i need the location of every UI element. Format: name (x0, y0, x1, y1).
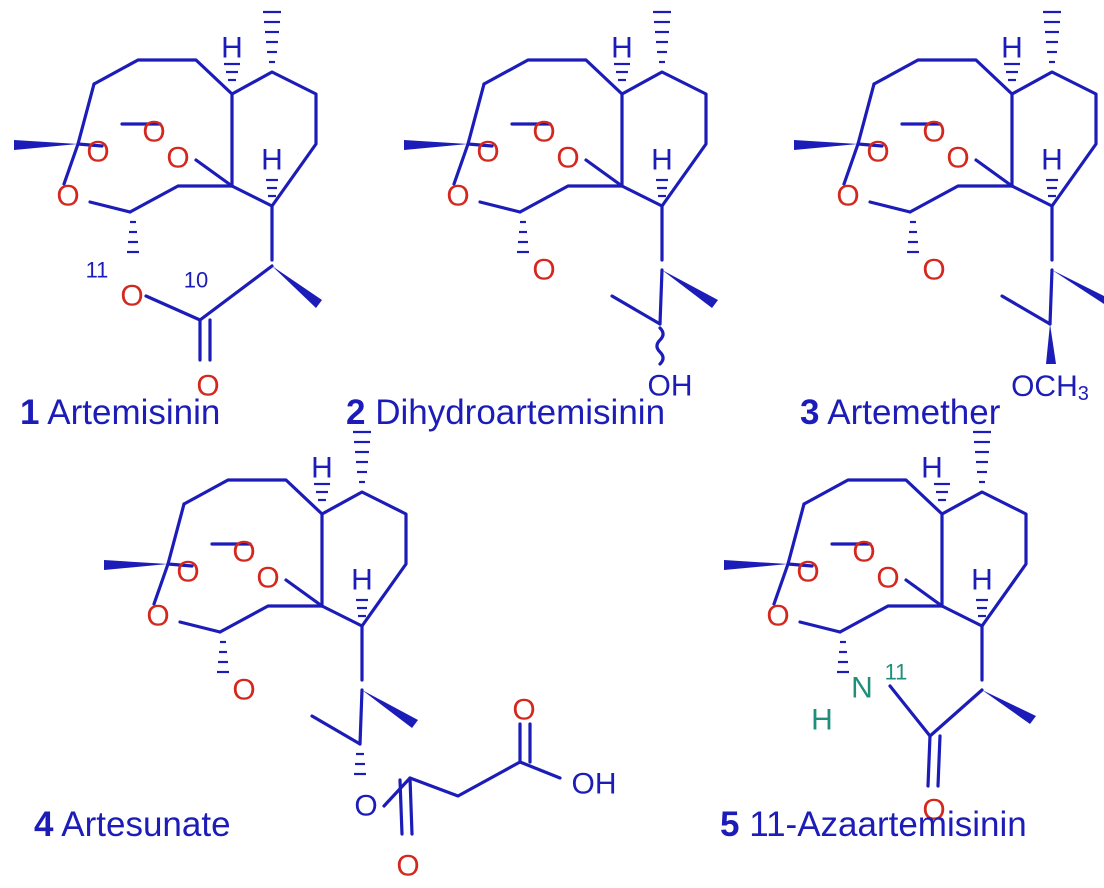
structure-4-artesunate: O O O O O O O O OH H H (102, 430, 617, 883)
structure-5-11-azaartemisinin: O O O O N H 11 O H H (722, 430, 1036, 827)
atom-o-peroxide-3: O (946, 142, 969, 175)
atom-o-peroxide-3: O (256, 562, 279, 595)
caption-3: 3 Artemether (800, 393, 1001, 432)
caption-2: 2 Dihydroartemisinin (346, 393, 665, 432)
atom-o-lactam: O (922, 794, 945, 827)
atom-och3: OCH3 (1011, 370, 1089, 406)
atom-o-ring: O (836, 180, 859, 213)
atom-h-mid: H (651, 144, 673, 177)
atom-h-mid: H (261, 144, 283, 177)
label-10: 10 (184, 268, 208, 293)
atom-h-mid: H (971, 564, 993, 597)
caption-5: 5 11-Azaartemisinin (720, 805, 1027, 844)
atom-o-peroxide-3: O (556, 142, 579, 175)
atom-o-peroxide-2: O (532, 116, 555, 149)
atom-o-peroxide-2: O (232, 536, 255, 569)
atom-h-n: H (811, 704, 833, 737)
atom-o11: O (532, 254, 555, 287)
structure-3-artemether: O O O O O H H OCH3 (792, 10, 1104, 406)
atom-o-ring: O (146, 600, 169, 633)
atom-o-peroxide-1: O (86, 136, 109, 169)
atom-o-peroxide-1: O (796, 556, 819, 589)
structure-2-dihydroartemisinin: O O O O O OH H H (402, 10, 718, 403)
atom-o-peroxide-3: O (876, 562, 899, 595)
atom-h-mid: H (351, 564, 373, 597)
atom-o-peroxide-1: O (176, 556, 199, 589)
caption-1: 1 Artemisinin (20, 393, 220, 432)
atom-h-top: H (921, 452, 943, 485)
atom-h-mid: H (1041, 144, 1063, 177)
caption-4: 4 Artesunate (34, 805, 231, 844)
atom-o-peroxide-3: O (166, 142, 189, 175)
atom-o-peroxide-1: O (476, 136, 499, 169)
atom-o11: O (232, 674, 255, 707)
atom-o-peroxide-2: O (142, 116, 165, 149)
structure-1-artemisinin: O O O O O O H H 11 10 (12, 10, 322, 403)
atom-o-ring: O (56, 180, 79, 213)
atom-o-peroxide-2: O (922, 116, 945, 149)
atom-o11: O (120, 280, 143, 313)
atom-o-peroxide-1: O (866, 136, 889, 169)
atom-o-peroxide-2: O (852, 536, 875, 569)
atom-h-top: H (611, 32, 633, 65)
atom-h-top: H (1001, 32, 1023, 65)
label-11: 11 (86, 258, 109, 283)
atom-o-ester: O (354, 790, 377, 823)
atom-o-ester-carbonyl: O (396, 850, 419, 883)
atom-o-ring: O (446, 180, 469, 213)
atom-o-carbonyl: O (196, 370, 219, 403)
atom-o-acid-carbonyl: O (512, 694, 535, 727)
label-11: 11 (885, 660, 908, 685)
atom-o-ring: O (766, 600, 789, 633)
atom-h-top: H (221, 32, 243, 65)
atom-oh: OH (648, 370, 693, 403)
atom-n11: N (851, 672, 873, 705)
atom-o11: O (922, 254, 945, 287)
atom-h-top: H (311, 452, 333, 485)
atom-oh-acid: OH (572, 768, 617, 801)
